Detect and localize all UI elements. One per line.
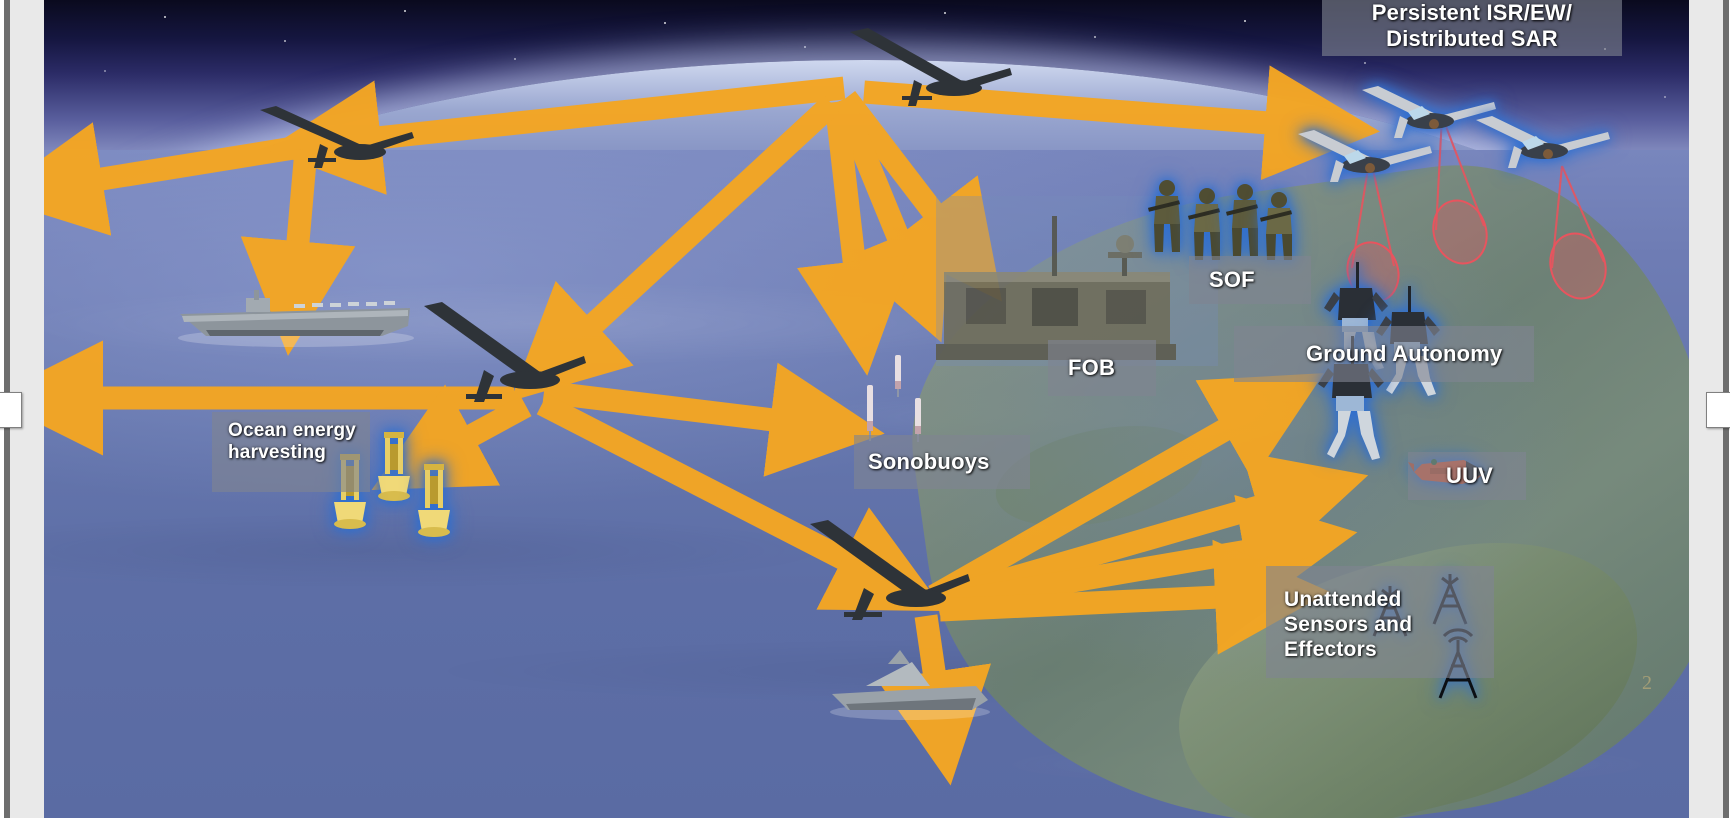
label-ground-autonomy: Ground Autonomy xyxy=(1234,326,1534,382)
label-line-1: Unattended xyxy=(1284,588,1402,611)
long-endurance-uav xyxy=(260,106,414,168)
label-line-2: Sensors and xyxy=(1284,612,1413,636)
long-endurance-uav xyxy=(810,520,970,620)
label-line-3: Effectors xyxy=(1284,637,1377,661)
wave-energy-buoy xyxy=(418,464,450,537)
destroyer xyxy=(830,650,990,720)
special-operations-soldier xyxy=(1187,188,1221,260)
isr-sar-beam-layer xyxy=(1346,115,1607,300)
slide-number: 2 xyxy=(1642,672,1652,694)
isr-sar-aircraft xyxy=(1476,116,1610,168)
long-endurance-uav xyxy=(424,302,586,402)
right-splitter-handle[interactable] xyxy=(1706,392,1730,428)
sonobuoy xyxy=(895,355,901,397)
isr-sar-aircraft xyxy=(1298,130,1432,182)
label-persistent-isr-ew-distributed-sar: Persistent ISR/EW/ Distributed SAR xyxy=(1322,0,1622,56)
label-line-1: Persistent ISR/EW/ xyxy=(1371,0,1573,26)
left-splitter-handle[interactable] xyxy=(0,392,22,428)
special-operations-soldier xyxy=(1259,192,1293,260)
label-ocean-energy-harvesting: Ocean energy harvesting xyxy=(212,412,370,492)
sonobuoy xyxy=(867,385,873,441)
label-line-2: Distributed SAR xyxy=(1386,26,1558,51)
label-uuv: UUV xyxy=(1408,452,1526,500)
label-line-2: harvesting xyxy=(228,442,327,464)
special-operations-soldier xyxy=(1225,184,1259,256)
label-unattended-sensors-and-effectors: Unattended Sensors and Effectors xyxy=(1266,566,1494,678)
label-fob: FOB xyxy=(1048,340,1156,396)
special-operations-soldier xyxy=(1147,180,1181,252)
long-endurance-uav xyxy=(850,28,1012,106)
isr-sar-aircraft xyxy=(1362,86,1496,138)
label-sonobuoys: Sonobuoys xyxy=(854,435,1030,489)
wave-energy-buoy xyxy=(378,432,410,501)
label-sof: SOF xyxy=(1189,256,1311,304)
network-link-layer xyxy=(44,65,1380,786)
label-line-1: Ocean energy xyxy=(228,420,357,441)
slide-canvas[interactable]: Persistent ISR/EW/ Distributed SAR SOF G… xyxy=(44,0,1689,818)
aircraft-carrier xyxy=(178,290,414,347)
